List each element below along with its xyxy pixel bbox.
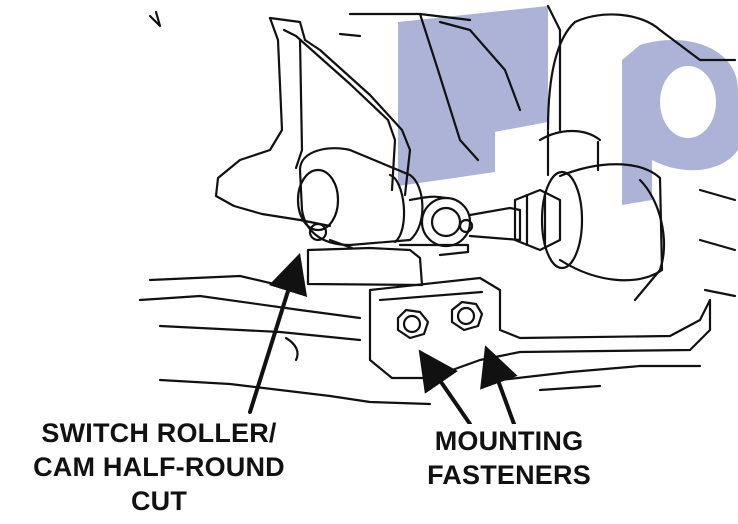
callout-fasteners-line1: MOUNTING xyxy=(434,426,584,456)
corner-mark xyxy=(148,10,162,28)
frame-lines xyxy=(148,274,302,292)
watermark-holes xyxy=(660,66,716,138)
hex-nut xyxy=(513,188,562,252)
fastener-bolt-left xyxy=(396,308,430,340)
small-pin xyxy=(308,222,328,242)
callout-switch-roller: SWITCH ROLLER/ CAM HALF-ROUND CUT xyxy=(0,414,318,518)
callout-mounting-fasteners: MOUNTING FASTENERS xyxy=(390,424,628,492)
callout-switch-line2: CAM HALF-ROUND xyxy=(33,452,285,482)
callout-arrows xyxy=(248,252,518,426)
callout-switch-line3: CUT xyxy=(130,486,188,516)
switch-roller xyxy=(298,147,424,247)
lever-arm xyxy=(268,16,412,197)
arrow-fastener-right xyxy=(480,345,518,426)
fastener-bolt-right xyxy=(450,300,484,332)
switch-body xyxy=(306,246,424,287)
mounting-bracket xyxy=(368,276,712,380)
callout-switch-line1: SWITCH ROLLER/ xyxy=(41,418,277,448)
right-housing xyxy=(573,13,737,62)
callout-fasteners-line2: FASTENERS xyxy=(427,460,591,490)
arrow-switch-roller xyxy=(248,252,308,414)
arrow-fastener-left xyxy=(418,349,472,426)
